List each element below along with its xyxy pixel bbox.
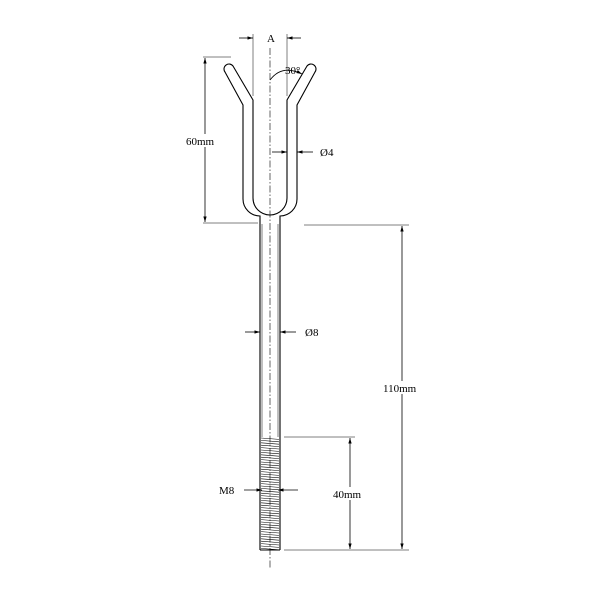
thread-hatch-line	[260, 516, 280, 519]
angle-label: 30°	[285, 65, 300, 77]
thread-hatch-line	[260, 545, 280, 548]
dimension-rod-diameter: Ø8	[245, 327, 319, 339]
dimension-wire-diameter: Ø4	[272, 147, 334, 159]
dimension-thread-size: M8	[219, 485, 298, 497]
wire-diameter-label: Ø4	[320, 147, 334, 159]
rod-length-label: 110mm	[383, 383, 417, 395]
thread-hatch-line	[260, 495, 280, 498]
thread-size-label: M8	[219, 485, 235, 497]
opening-label: A	[267, 33, 275, 45]
thread-hatch-line	[260, 492, 280, 495]
dimension-thread-length: 40mm	[284, 436, 370, 549]
thread-hatch-line	[260, 483, 280, 486]
dimension-rod-length: 110mm	[284, 224, 424, 551]
rod-shank	[259, 223, 281, 551]
dimension-opening-a: A	[239, 33, 301, 96]
thread-hatch-line	[260, 471, 280, 474]
thread-hatch-line	[260, 459, 280, 462]
thread-length-label: 40mm	[333, 489, 362, 501]
thread-hatch-line	[260, 454, 280, 457]
thread-hatch-line	[260, 480, 280, 483]
thread-hatch-line	[260, 533, 280, 536]
thread-hatch-line	[260, 543, 280, 546]
fork-height-label: 60mm	[186, 136, 215, 148]
thread-hatch-line	[260, 504, 280, 507]
rod-diameter-label: Ø8	[305, 327, 319, 339]
dimension-angle: 30°	[269, 65, 303, 81]
thread-hatch-line	[260, 521, 280, 524]
thread-hatch-line	[260, 442, 280, 445]
dimension-fork-height: 60mm	[184, 56, 258, 224]
